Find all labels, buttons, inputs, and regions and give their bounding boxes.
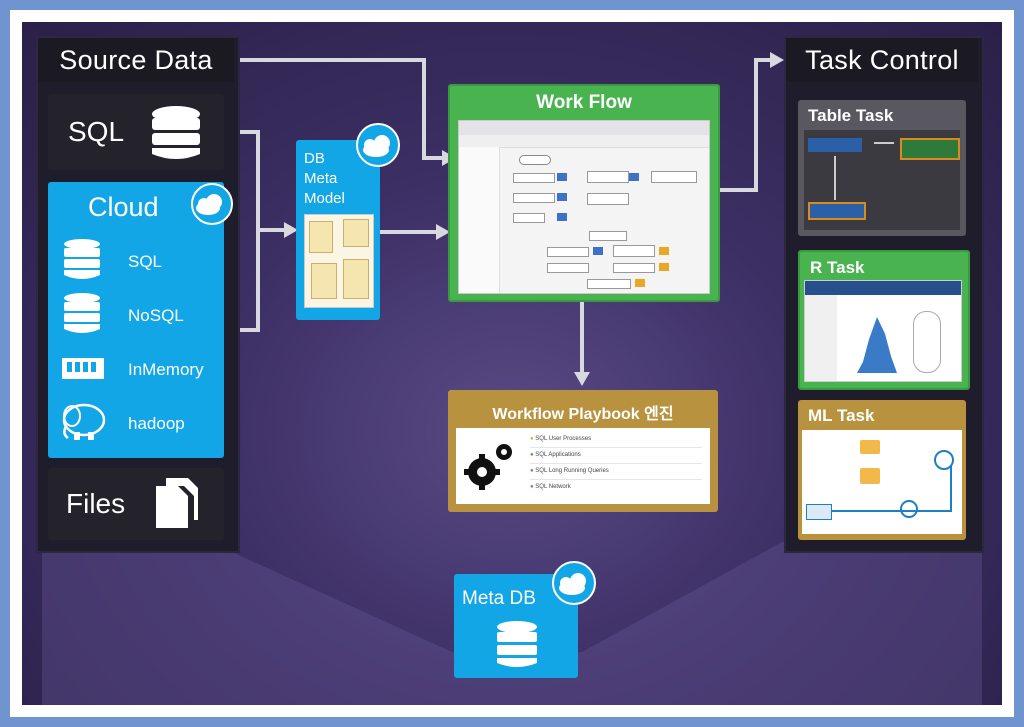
playbook-row[interactable]: ● SQL Applications bbox=[530, 452, 702, 464]
ml-task-title: ML Task bbox=[808, 406, 875, 425]
memory-icon bbox=[62, 358, 104, 379]
work-flow-title: Work Flow bbox=[536, 92, 632, 113]
table-task-thumbnail bbox=[804, 130, 960, 230]
files-icon bbox=[156, 478, 198, 528]
cloud-item-inmemory: InMemory bbox=[128, 360, 204, 379]
ml-task-card[interactable]: ML Task bbox=[798, 400, 966, 540]
ml-task-thumbnail bbox=[802, 430, 962, 534]
gears-icon bbox=[464, 444, 512, 490]
r-task-title: R Task bbox=[810, 258, 865, 277]
r-task-card[interactable]: R Task bbox=[798, 250, 970, 390]
db-meta-cloud-icon bbox=[356, 123, 400, 167]
db-meta-model-box[interactable]: DB Meta Model bbox=[296, 140, 380, 320]
sql-label: SQL bbox=[68, 116, 125, 147]
playbook-panel[interactable]: Workflow Playbook 엔진 ● SQL User Processe… bbox=[448, 390, 718, 512]
playbook-row-label: SQL Applications bbox=[535, 452, 581, 458]
sql-source[interactable]: SQL bbox=[48, 94, 224, 170]
diagram-canvas: Source Data SQL Cloud SQL bbox=[22, 22, 1002, 705]
db-meta-model-line3: Model bbox=[304, 190, 345, 207]
playbook-content: ● SQL User Processes ● SQL Applications … bbox=[456, 428, 710, 504]
cloud-icon bbox=[191, 183, 233, 225]
meta-db-cloud-icon bbox=[552, 561, 596, 605]
playbook-row-label: SQL Long Running Queries bbox=[535, 468, 609, 474]
meta-db-database-icon bbox=[497, 621, 537, 667]
source-data-title: Source Data bbox=[38, 38, 234, 82]
playbook-row[interactable]: ● SQL Network bbox=[530, 484, 571, 490]
cloud-item-nosql: NoSQL bbox=[128, 306, 184, 325]
erd-thumbnail bbox=[304, 214, 374, 308]
table-task-card[interactable]: Table Task bbox=[798, 100, 966, 236]
playbook-row-label: SQL User Processes bbox=[535, 436, 592, 442]
connector-layer bbox=[42, 52, 982, 705]
cloud-item-sql: SQL bbox=[128, 252, 163, 271]
db-meta-model-line1: DB bbox=[304, 150, 325, 167]
r-task-thumbnail bbox=[804, 280, 962, 382]
nosql-db-icon bbox=[64, 293, 100, 333]
db-meta-model-line2: Meta bbox=[304, 170, 338, 187]
database-icon bbox=[152, 106, 200, 159]
cloud-item-hadoop: hadoop bbox=[128, 414, 185, 433]
playbook-row-label: SQL Network bbox=[535, 484, 571, 490]
table-task-title: Table Task bbox=[808, 106, 894, 125]
playbook-row[interactable]: ● SQL User Processes bbox=[530, 436, 702, 448]
sql-db-icon bbox=[64, 239, 100, 279]
task-control-title: Task Control bbox=[786, 38, 978, 82]
playbook-row[interactable]: ● SQL Long Running Queries bbox=[530, 468, 702, 480]
cloud-title: Cloud bbox=[88, 192, 159, 222]
playbook-title: Workflow Playbook 엔진 bbox=[492, 406, 674, 423]
workflow-screenshot bbox=[458, 120, 710, 294]
hadoop-elephant-icon bbox=[62, 403, 106, 440]
files-label: Files bbox=[66, 488, 126, 519]
meta-db-title: Meta DB bbox=[462, 588, 536, 609]
files-source[interactable]: Files bbox=[48, 468, 224, 540]
cloud-source[interactable]: Cloud SQL NoSQL InMemo bbox=[48, 182, 233, 458]
work-flow-panel[interactable]: Work Flow bbox=[448, 84, 720, 302]
